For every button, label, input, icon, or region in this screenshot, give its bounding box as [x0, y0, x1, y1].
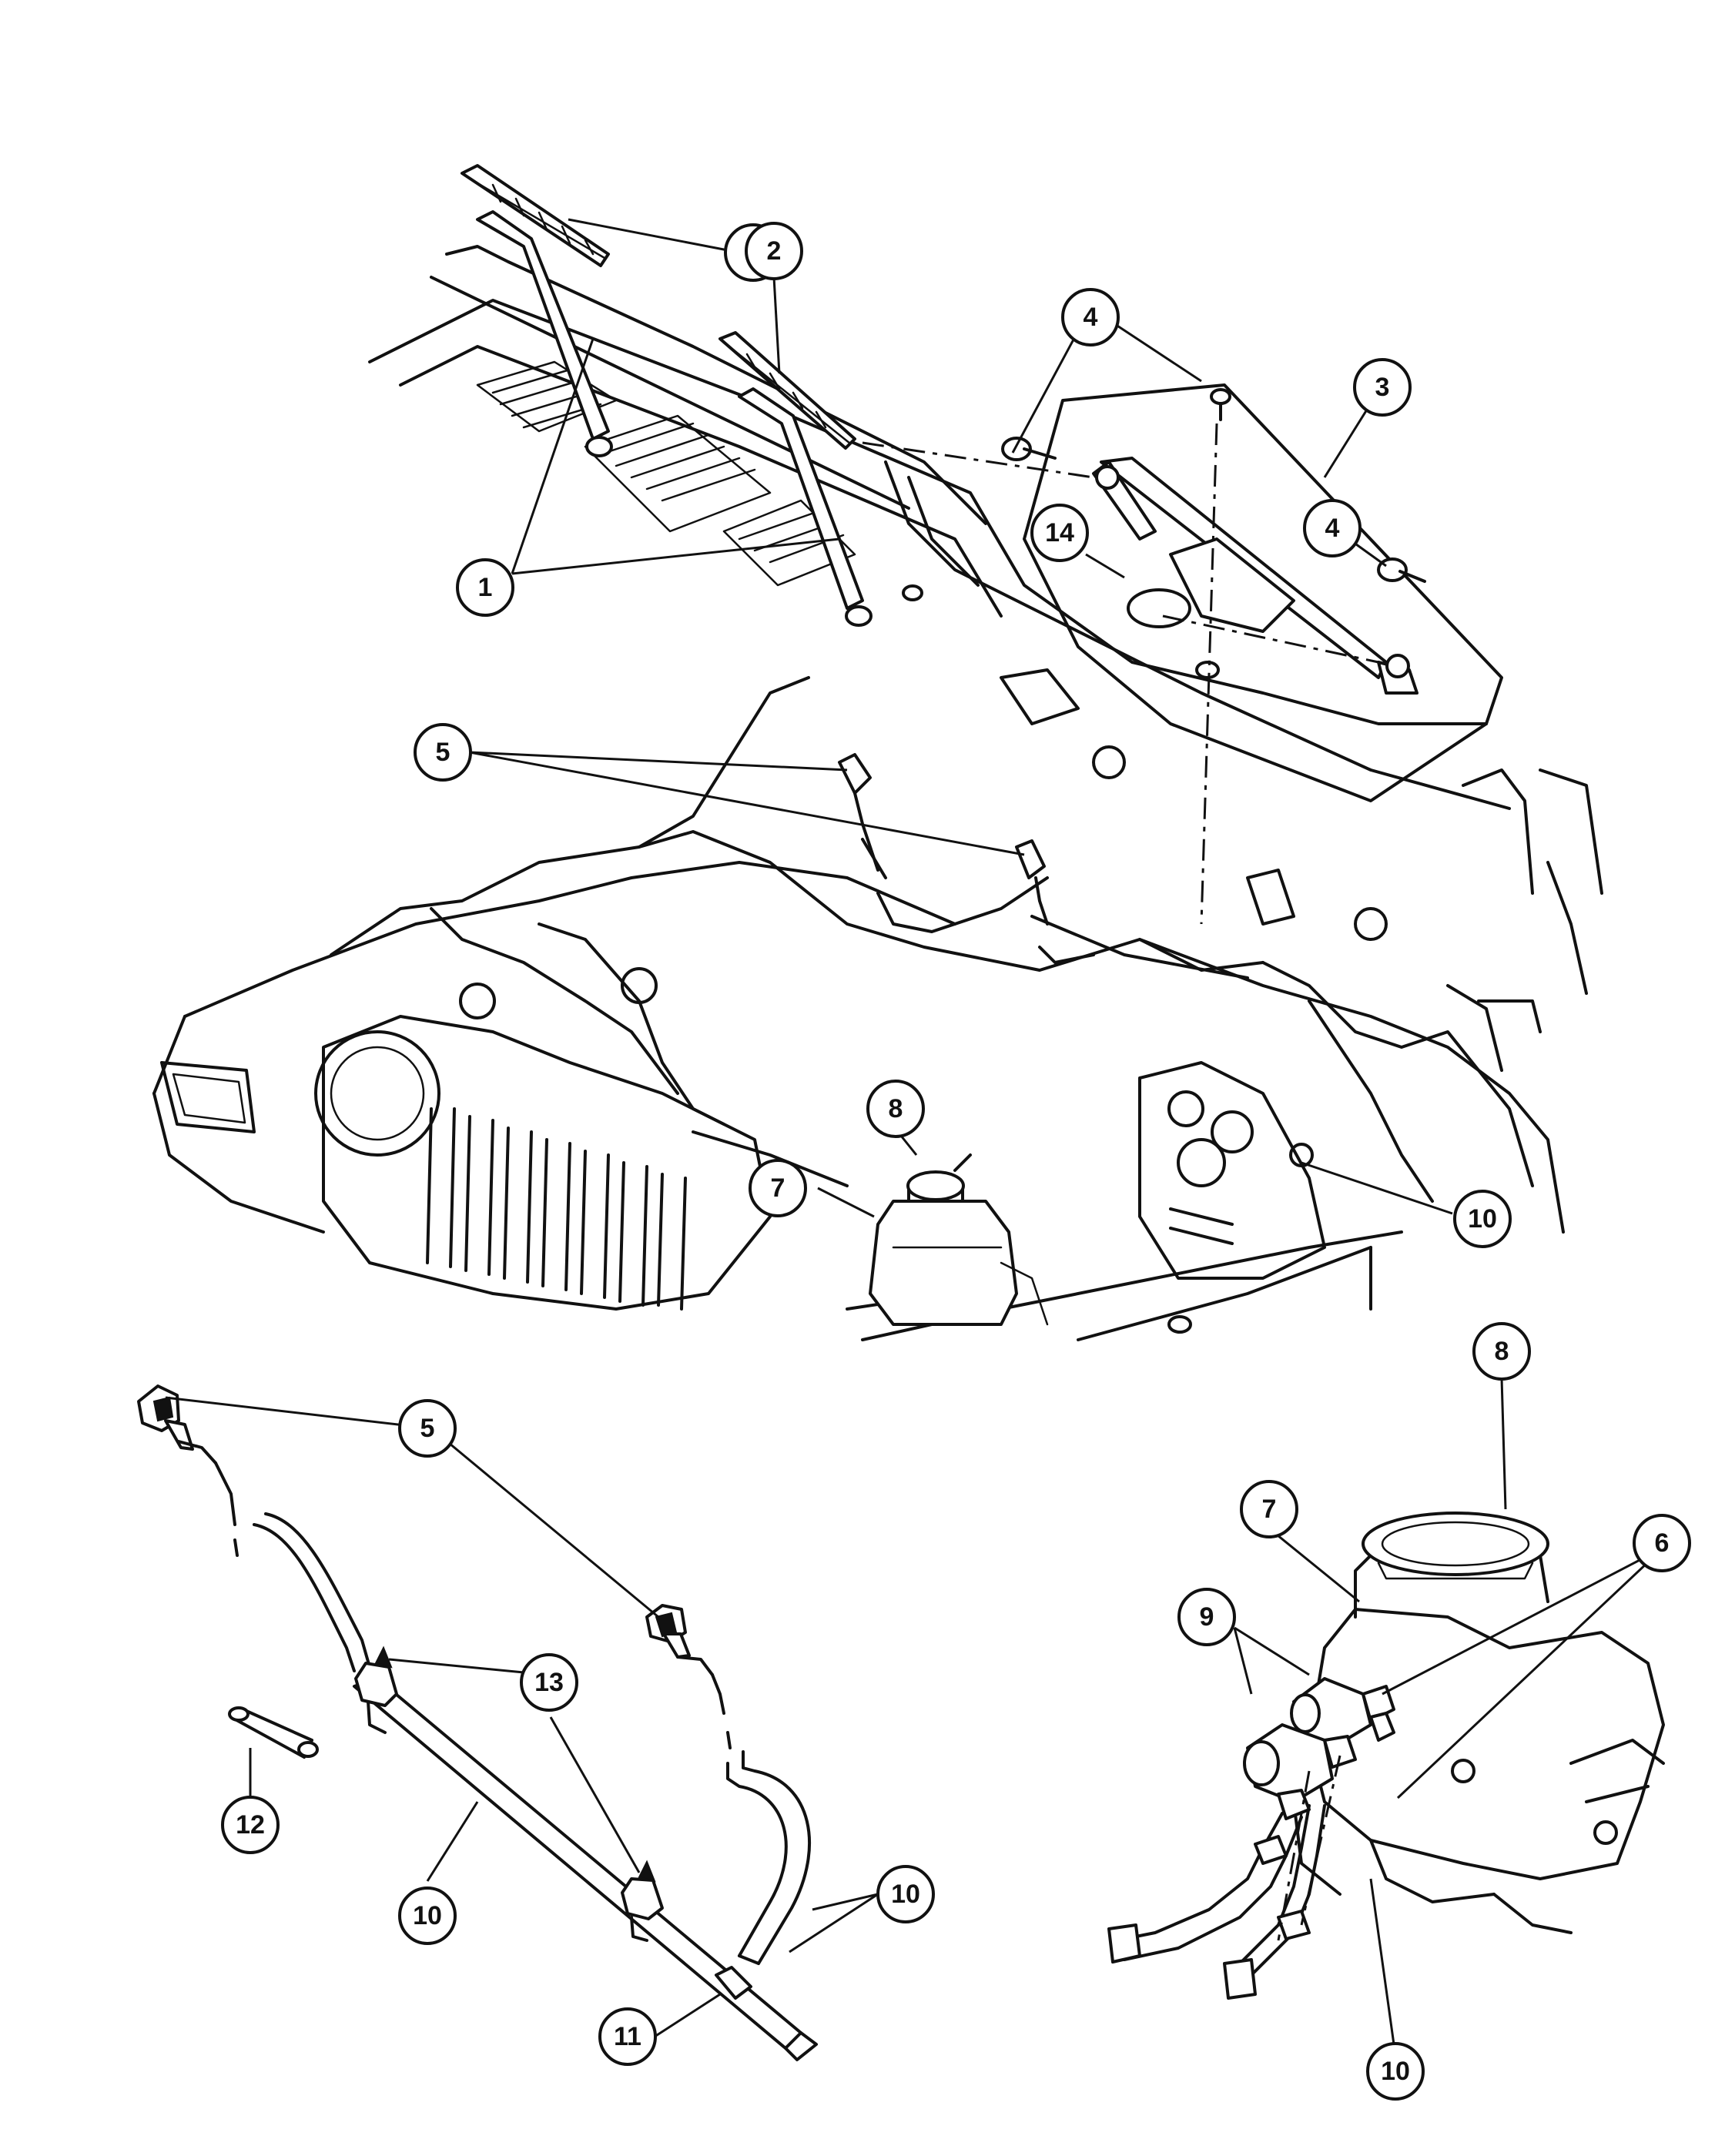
svg-text:6: 6 — [1655, 1528, 1670, 1558]
callout-5-upper: 5 — [414, 723, 472, 782]
callout-10-hose: 10 — [398, 1886, 457, 1945]
svg-text:7: 7 — [1262, 1495, 1277, 1524]
washer-nozzle-hood-left — [838, 753, 1049, 933]
washer-hose-right-run — [726, 1750, 812, 1965]
svg-text:4: 4 — [1325, 514, 1340, 543]
callout-10-right-hose: 10 — [876, 1865, 935, 1923]
svg-text:8: 8 — [889, 1094, 903, 1123]
svg-text:4: 4 — [1084, 303, 1098, 332]
callout-8-lower: 8 — [1472, 1322, 1531, 1381]
svg-text:11: 11 — [614, 2022, 641, 2051]
callout-13: 13 — [520, 1653, 578, 1712]
svg-text:2: 2 — [767, 236, 782, 266]
svg-text:12: 12 — [236, 1810, 265, 1840]
washer-nozzle-right — [645, 1604, 714, 1676]
callout-12: 12 — [221, 1796, 280, 1854]
callout-8-upper: 8 — [866, 1080, 925, 1138]
washer-hose-main — [353, 1677, 818, 2061]
hose-clip-lower — [621, 1860, 664, 1942]
wiper-arm-right — [738, 387, 923, 627]
washer-nozzle-left — [137, 1384, 217, 1465]
callout-10-upper: 10 — [1453, 1190, 1512, 1248]
svg-text:13: 13 — [534, 1668, 564, 1697]
callout-9: 9 — [1177, 1588, 1236, 1646]
callout-14: 14 — [1030, 504, 1089, 562]
hose-connector-tee — [715, 1966, 752, 2000]
callout-4-upper: 4 — [1061, 288, 1120, 346]
callout-7-lower: 7 — [1240, 1480, 1298, 1538]
fastener-screw-2 — [1210, 388, 1231, 421]
wiper-blade-right — [718, 331, 856, 450]
pump-wiring — [1107, 1804, 1326, 2000]
fastener-nut — [1195, 661, 1220, 679]
callout-6: 6 — [1633, 1514, 1691, 1572]
svg-text:5: 5 — [436, 738, 451, 767]
washer-hose-left-run — [253, 1512, 371, 1672]
svg-text:10: 10 — [413, 1901, 442, 1930]
callout-2-bubble-b: 2 — [745, 222, 803, 280]
fastener-screw-3 — [1377, 557, 1426, 583]
washer-reservoir — [1292, 1512, 1665, 1934]
svg-text:3: 3 — [1375, 373, 1390, 402]
svg-text:8: 8 — [1495, 1337, 1509, 1366]
svg-text:1: 1 — [478, 573, 493, 602]
svg-text:10: 10 — [1381, 2057, 1410, 2086]
svg-text:5: 5 — [420, 1414, 435, 1443]
callout-3: 3 — [1353, 358, 1412, 417]
callout-7-upper: 7 — [749, 1159, 807, 1217]
fastener-screw-1 — [1001, 437, 1057, 461]
washer-pump-upper — [1290, 1677, 1395, 1749]
svg-text:10: 10 — [891, 1880, 920, 1909]
callout-1: 1 — [456, 558, 514, 617]
hose-connector-12 — [228, 1706, 319, 1759]
callout-4-right: 4 — [1303, 499, 1362, 557]
svg-text:7: 7 — [771, 1173, 785, 1203]
callout-5-lower: 5 — [398, 1399, 457, 1458]
wiper-arm-left — [476, 210, 613, 457]
svg-text:10: 10 — [1468, 1204, 1497, 1234]
callout-10-reservoir: 10 — [1366, 2042, 1425, 2101]
washer-reservoir-top — [869, 1170, 1049, 1326]
washer-pump-lower — [1243, 1723, 1357, 1820]
vehicle-front-assembly — [152, 245, 1603, 1341]
washer-nozzle-hood-right — [1015, 839, 1095, 964]
wiper-motor-linkage — [1092, 457, 1419, 695]
callout-11: 11 — [598, 2007, 657, 2066]
svg-text:9: 9 — [1200, 1602, 1214, 1632]
hose-clip-upper — [354, 1645, 398, 1734]
wiper-blade-left — [461, 164, 610, 267]
svg-text:14: 14 — [1045, 518, 1074, 547]
